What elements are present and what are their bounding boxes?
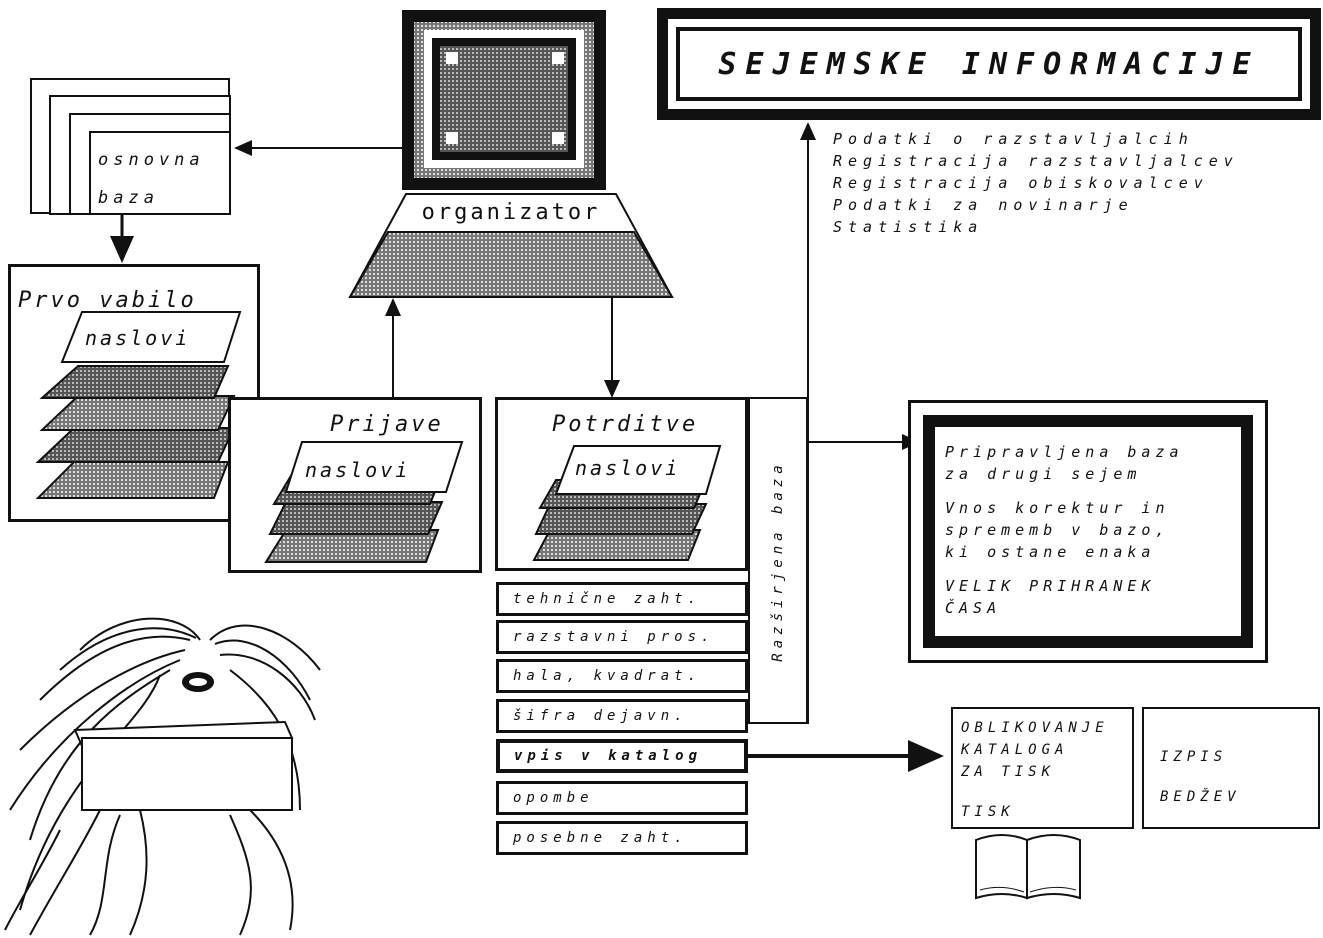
badge-line: BEDŽEV (1160, 789, 1241, 805)
field-special: posebne zaht. (496, 821, 748, 855)
side-line: sprememb v bazo, (945, 521, 1170, 539)
extended-base-label: Razširjena baza (770, 459, 786, 662)
base-label-line1: osnovna (98, 150, 205, 170)
catalog-line: ZA TISK (961, 764, 1056, 780)
field-exhibit-space: razstavni pros. (496, 620, 748, 654)
badge-print-box: IZPIS BEDŽEV (1142, 707, 1320, 829)
creature-carrying-box-illustration (4, 617, 321, 936)
catalog-design-box: OBLIKOVANJE KATALOGA ZA TISK TISK (951, 707, 1134, 829)
open-book-icon (975, 834, 1081, 900)
applications-sheet-stack (264, 441, 464, 563)
info-item: Registracija razstavljalcev (833, 152, 1239, 170)
side-line: ki ostane enaka (945, 543, 1156, 561)
base-box-stack (30, 78, 231, 215)
field-technical: tehnične zaht. (496, 582, 748, 616)
extended-base-box: Razširjena baza (748, 397, 808, 724)
field-hall: hala, kvadrat. (496, 659, 748, 693)
applications-title: Prijave (330, 412, 444, 437)
organizer-base-shape (348, 193, 674, 298)
first-invitation-title: Prvo vabilo (18, 288, 197, 313)
info-item: Podatki o razstavljalcih (833, 130, 1194, 148)
field-activity-code: šifra dejavn. (496, 699, 748, 733)
field-notes: opombe (496, 781, 748, 815)
organizer-label: organizator (421, 200, 601, 225)
confirmations-sheet-stack (532, 445, 722, 561)
info-list: Podatki o razstavljalcih Registracija ra… (833, 128, 1239, 238)
catalog-line: OBLIKOVANJE (961, 720, 1109, 736)
info-item: Podatki za novinarje (833, 196, 1134, 214)
catalog-line: KATALOGA (961, 742, 1069, 758)
side-line: ČASA (945, 599, 1002, 617)
side-line: VELIK PRIHRANEK (945, 577, 1156, 595)
side-line: za drugi sejem (945, 465, 1142, 483)
title-banner: SEJEMSKE INFORMACIJE (657, 8, 1321, 120)
info-item: Statistika (833, 218, 984, 236)
confirmations-title: Potrditve (552, 412, 699, 437)
badge-line: IZPIS (1160, 749, 1228, 765)
base-label-line2: baza (98, 188, 159, 208)
field-catalog-entry: vpis v katalog (496, 739, 748, 773)
computer-monitor-icon (402, 10, 606, 190)
page-title: SEJEMSKE INFORMACIJE (718, 46, 1260, 82)
catalog-line: TISK (961, 804, 1015, 820)
side-line: Vnos korektur in (945, 499, 1170, 517)
applications-sheet-label: naslovi (305, 458, 411, 482)
confirmations-sheet-label: naslovi (575, 456, 681, 480)
invitation-sheet-stack (35, 311, 242, 499)
side-line: Pripravljena baza (945, 443, 1184, 461)
invitation-sheet-label: naslovi (85, 326, 191, 350)
info-item: Registracija obiskovalcev (833, 174, 1209, 192)
prepared-base-panel: Pripravljena baza za drugi sejem Vnos ko… (908, 400, 1268, 663)
